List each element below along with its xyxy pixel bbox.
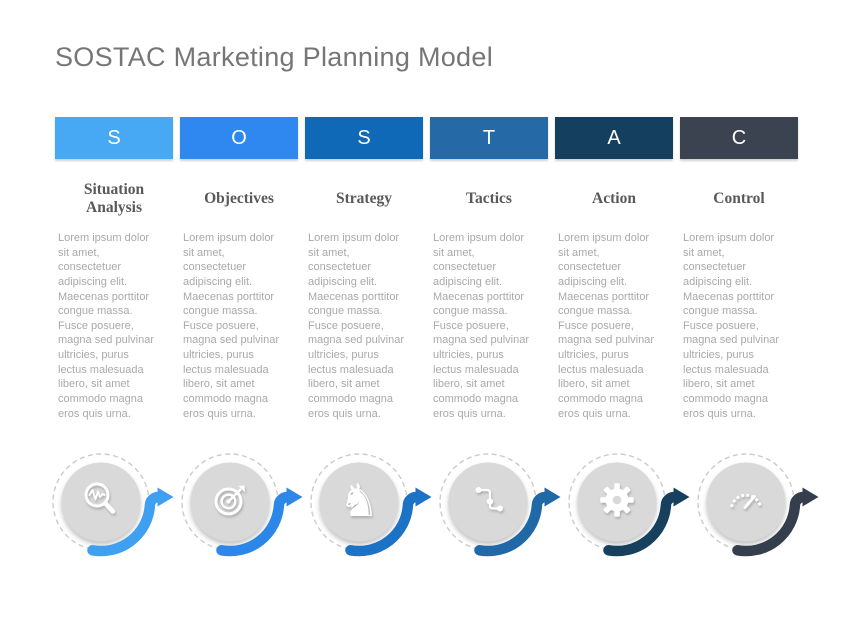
arrowhead-icon bbox=[673, 487, 690, 507]
process-arrow bbox=[732, 491, 810, 557]
step-graphic bbox=[439, 453, 561, 557]
heading-action: Action bbox=[592, 189, 636, 207]
bar-situation: S bbox=[55, 117, 173, 159]
step-circle bbox=[319, 462, 399, 542]
step-action bbox=[568, 444, 698, 569]
chess-knight-icon: ♞ bbox=[339, 474, 379, 527]
bar-control: C bbox=[680, 117, 798, 159]
gear-icon bbox=[600, 483, 634, 517]
process-arrow bbox=[216, 491, 294, 557]
heading-strategy: Strategy bbox=[336, 189, 392, 207]
step-objectives bbox=[181, 444, 311, 569]
process-arrow bbox=[345, 491, 423, 557]
bar-letter: S bbox=[357, 126, 371, 149]
page-title: SOSTAC Marketing Planning Model bbox=[55, 42, 493, 72]
body-text-situation: Lorem ipsum dolor sit amet, consectetuer… bbox=[58, 232, 155, 420]
step-control bbox=[697, 444, 827, 569]
step-graphic bbox=[697, 453, 819, 557]
step-strategy: ♞ bbox=[310, 444, 440, 569]
svg-text:♞: ♞ bbox=[339, 474, 379, 527]
bar-letter: C bbox=[731, 126, 747, 149]
bar-letter: S bbox=[107, 126, 121, 149]
magnifier-pulse-icon bbox=[84, 482, 116, 514]
arrowhead-icon bbox=[415, 487, 432, 507]
bar-objectives: O bbox=[180, 117, 298, 159]
heading-row: Situation Analysis Objectives Strategy T… bbox=[55, 178, 798, 220]
body-text-action: Lorem ipsum dolor sit amet, consectetuer… bbox=[558, 232, 655, 420]
body-text-row: Lorem ipsum dolor sit amet, consectetuer… bbox=[55, 231, 798, 421]
letter-bar-row: S O S T A C bbox=[55, 117, 798, 159]
route-icon bbox=[475, 487, 503, 512]
bar-tactics: T bbox=[430, 117, 548, 159]
arrowhead-icon bbox=[544, 487, 561, 507]
step-circle bbox=[61, 462, 141, 542]
process-step-row: ♞ bbox=[52, 444, 827, 569]
arrowhead-icon bbox=[802, 487, 819, 507]
bar-letter: O bbox=[231, 126, 247, 149]
body-text-strategy: Lorem ipsum dolor sit amet, consectetuer… bbox=[308, 232, 405, 420]
step-situation-analysis bbox=[52, 444, 182, 569]
bar-letter: A bbox=[607, 126, 621, 149]
body-text-tactics: Lorem ipsum dolor sit amet, consectetuer… bbox=[433, 232, 530, 420]
bar-strategy: S bbox=[305, 117, 423, 159]
step-tactics bbox=[439, 444, 569, 569]
target-dart-icon bbox=[214, 485, 245, 516]
arrowhead-icon bbox=[157, 487, 174, 507]
body-text-objectives: Lorem ipsum dolor sit amet, consectetuer… bbox=[183, 232, 280, 420]
heading-control: Control bbox=[713, 189, 765, 207]
heading-objectives: Objectives bbox=[204, 189, 274, 207]
step-circle bbox=[706, 462, 786, 542]
step-graphic bbox=[181, 453, 303, 557]
arrowhead-icon bbox=[286, 487, 303, 507]
step-graphic bbox=[568, 453, 690, 557]
bar-letter: T bbox=[482, 126, 496, 149]
step-graphic bbox=[52, 453, 174, 557]
process-arrow bbox=[603, 491, 681, 557]
step-graphic: ♞ bbox=[310, 453, 432, 557]
process-arrow bbox=[87, 491, 165, 557]
body-text-control: Lorem ipsum dolor sit amet, consectetuer… bbox=[683, 232, 780, 420]
heading-tactics: Tactics bbox=[466, 189, 512, 207]
speedometer-icon bbox=[730, 493, 762, 509]
bar-action: A bbox=[555, 117, 673, 159]
process-arrow bbox=[474, 491, 552, 557]
heading-situation-analysis: Situation Analysis bbox=[83, 180, 145, 216]
